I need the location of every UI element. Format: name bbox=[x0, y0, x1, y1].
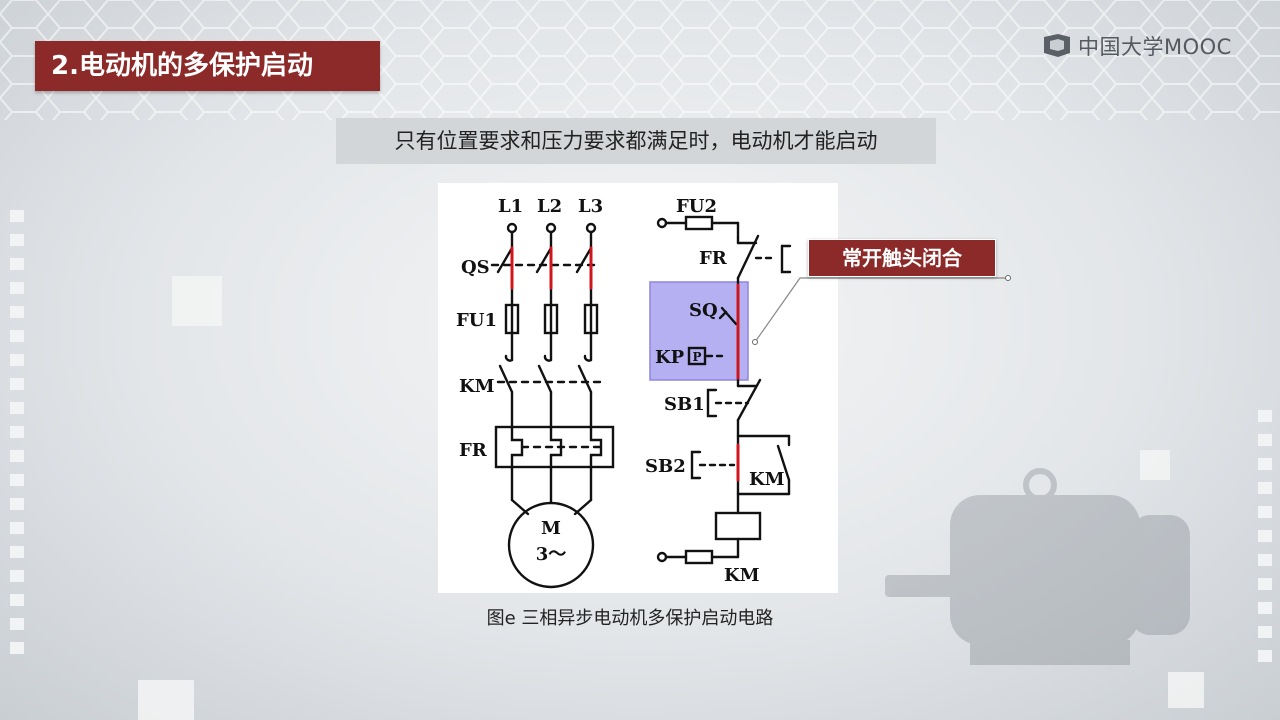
motor-label-3phase: 3～ bbox=[536, 544, 567, 565]
label-km-aux: KM bbox=[749, 469, 785, 490]
decor-square bbox=[138, 680, 194, 720]
label-km-main: KM bbox=[459, 376, 495, 397]
label-l2: L2 bbox=[537, 196, 562, 217]
logo-text: 中国大学MOOC bbox=[1078, 35, 1232, 59]
callout-contact-closed: 常开触头闭合 bbox=[808, 239, 996, 277]
label-fr-ctrl: FR bbox=[699, 248, 728, 269]
label-kp: KP bbox=[655, 347, 685, 368]
motor-label-m: M bbox=[541, 518, 561, 539]
label-sq: SQ bbox=[689, 300, 718, 321]
pressure-symbol: P bbox=[692, 350, 701, 364]
label-fu2: FU2 bbox=[676, 196, 717, 217]
decor-square bbox=[1168, 672, 1204, 708]
label-sb1: SB1 bbox=[664, 394, 705, 415]
label-qs: QS bbox=[461, 257, 490, 278]
decor-square bbox=[172, 276, 222, 326]
mooc-logo-icon bbox=[1044, 34, 1070, 57]
mooc-logo: 中国大学MOOC bbox=[1042, 30, 1232, 62]
label-l3: L3 bbox=[578, 196, 603, 217]
right-decor-squares bbox=[1258, 410, 1272, 674]
slide-title: 2.电动机的多保护启动 bbox=[35, 41, 380, 91]
left-decor-squares bbox=[10, 210, 24, 666]
subtitle-banner: 只有位置要求和压力要求都满足时，电动机才能启动 bbox=[336, 118, 936, 164]
label-fr-main: FR bbox=[459, 440, 488, 461]
motor-silhouette-icon bbox=[885, 468, 1190, 665]
diagram-panel bbox=[438, 183, 838, 593]
label-km-coil: KM bbox=[724, 565, 760, 586]
label-sb2: SB2 bbox=[645, 456, 686, 477]
label-fu1: FU1 bbox=[456, 310, 497, 331]
figure-caption: 图e 三相异步电动机多保护启动电路 bbox=[486, 608, 774, 629]
label-l1: L1 bbox=[498, 196, 523, 217]
decor-square bbox=[1140, 450, 1170, 480]
